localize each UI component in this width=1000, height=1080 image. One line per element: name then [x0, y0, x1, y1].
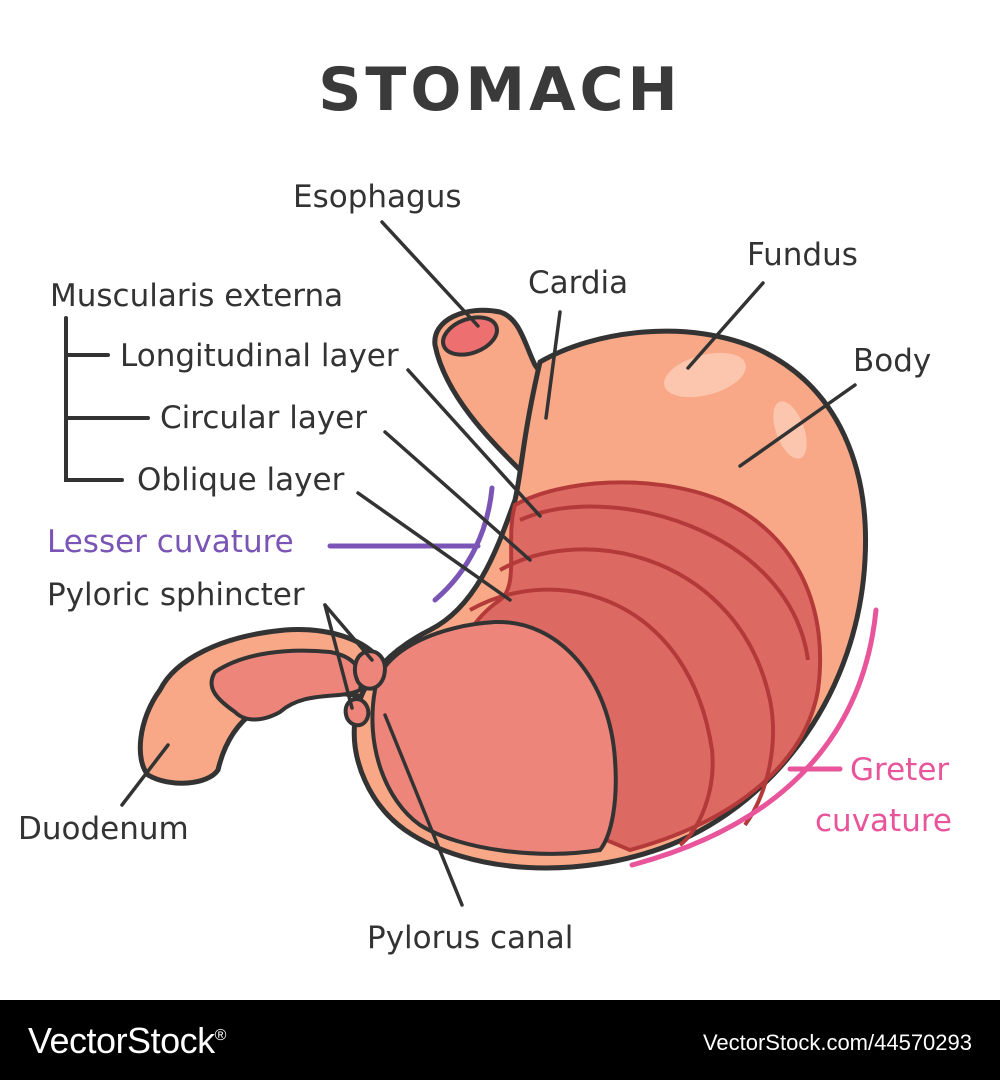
label-longitudinal-layer: Longitudinal layer — [120, 338, 399, 374]
label-fundus: Fundus — [747, 237, 858, 273]
duodenum-leader — [120, 743, 170, 807]
label-lesser-curvature: Lesser cuvature — [47, 524, 294, 560]
greater-curvature-line — [629, 607, 879, 868]
label-circular-layer: Circular layer — [160, 400, 367, 436]
diagram-title: STOMACH — [318, 55, 682, 125]
fundus-leader — [686, 281, 765, 370]
label-pylorus-canal: Pylorus canal — [367, 920, 574, 956]
fundus-highlight — [664, 352, 746, 398]
pylorus-inner-shape — [370, 619, 618, 856]
label-pyloric-sphincter: Pyloric sphincter — [47, 577, 305, 613]
label-oblique-layer: Oblique layer — [137, 462, 345, 498]
longitudinal-leader — [406, 368, 542, 518]
label-muscularis-externa: Muscularis externa — [50, 278, 344, 314]
longitudinal-layer-boundary — [519, 504, 810, 661]
brand-name: VectorStock — [28, 1020, 215, 1061]
muscularis-bracket — [64, 316, 150, 482]
cardia-leader — [544, 310, 562, 420]
label-esophagus: Esophagus — [293, 179, 462, 215]
pyloric-sphincter-leader-1 — [323, 603, 374, 662]
label-greater-curvature-line2: cuvature — [815, 803, 952, 839]
watermark-footer: VectorStock® VectorStock.com/44570293 — [0, 1000, 1000, 1080]
esophagus-leader — [380, 220, 480, 328]
label-cardia: Cardia — [528, 265, 629, 301]
pyloric-sphincter-leader-2 — [323, 603, 354, 710]
label-duodenum: Duodenum — [18, 811, 189, 847]
leader-lines — [120, 220, 857, 907]
esophagus-opening — [441, 315, 499, 357]
vectorstock-logo: VectorStock® — [28, 1020, 226, 1062]
oblique-leader — [356, 491, 512, 602]
registered-mark: ® — [214, 1027, 227, 1044]
circular-leader — [383, 430, 532, 562]
oblique-layer-boundary — [469, 587, 715, 847]
label-greater-curvature-line1: Greter — [850, 752, 950, 788]
image-id-url: VectorStock.com/44570293 — [702, 1030, 972, 1055]
pylorus-canal-leader — [383, 713, 464, 907]
duodenum-lumen — [209, 648, 364, 722]
circular-layer-boundary — [499, 547, 775, 827]
label-body: Body — [853, 343, 932, 379]
stomach-illustration — [64, 220, 879, 907]
body-leader — [738, 383, 857, 468]
pyloric-sphincter-shape — [352, 649, 387, 691]
stomach-diagram: STOMACH Esophagus Cardia Fundus Body Mus… — [18, 55, 952, 956]
